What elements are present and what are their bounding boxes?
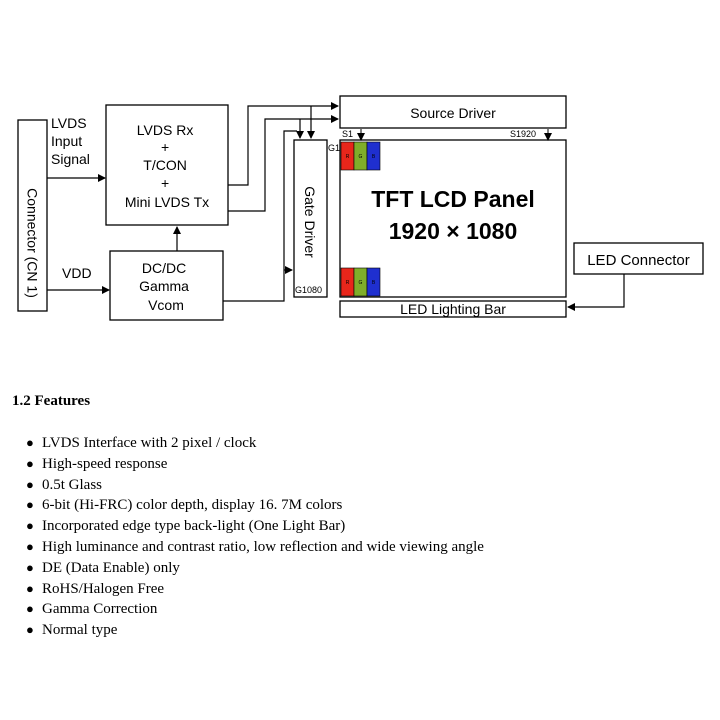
feature-item: ●6-bit (Hi-FRC) color depth, display 16.… — [26, 495, 712, 516]
rgb-pixel-bottom: R G B — [340, 267, 381, 297]
feature-item: ●RoHS/Halogen Free — [26, 579, 712, 600]
pixel-r-letter-top: R — [346, 154, 350, 160]
g1080-label: G1080 — [295, 285, 322, 295]
feature-item: ●Normal type — [26, 620, 712, 641]
feature-item: ●LVDS Interface with 2 pixel / clock — [26, 433, 712, 454]
pixel-g-letter-bottom: G — [359, 280, 363, 286]
feature-item: ●Incorporated edge type back-light (One … — [26, 516, 712, 537]
bullet-icon: ● — [26, 538, 34, 554]
led-lighting-bar-label: LED Lighting Bar — [400, 301, 506, 317]
gate-driver-label: Gate Driver — [302, 186, 318, 258]
g1-label: G1 — [328, 143, 340, 153]
bullet-icon: ● — [26, 622, 34, 638]
source-driver-label: Source Driver — [410, 105, 496, 121]
dcdc-supply-line — [223, 130, 297, 302]
pixel-blue-top — [366, 141, 381, 171]
features-section: 1.2 Features ●LVDS Interface with 2 pixe… — [12, 391, 712, 641]
feature-item: ●0.5t Glass — [26, 475, 712, 496]
bullet-icon: ● — [26, 601, 34, 617]
bullet-icon: ● — [26, 476, 34, 492]
bullet-icon: ● — [26, 518, 34, 534]
feature-item: ●High-speed response — [26, 454, 712, 475]
features-list: ●LVDS Interface with 2 pixel / clock ●Hi… — [12, 433, 712, 641]
led-connector-box — [573, 242, 704, 275]
panel-title: TFT LCD Panel — [371, 186, 535, 212]
s1920-label: S1920 — [510, 129, 536, 139]
dcdc-block-label: DC/DC Gamma Vcom — [139, 260, 193, 313]
tcon-to-source-line-2 — [228, 115, 339, 212]
pixel-g-letter-top: G — [359, 154, 363, 160]
vdd-label: VDD — [62, 265, 92, 281]
tcon-block — [105, 104, 229, 226]
connector-label: Connector (CN 1) — [25, 188, 41, 298]
feature-item: ●High luminance and contrast ratio, low … — [26, 537, 712, 558]
bullet-icon: ● — [26, 497, 34, 513]
features-heading: 1.2 Features — [12, 393, 91, 409]
tcon-to-source-line-1 — [228, 102, 339, 186]
bullet-icon: ● — [26, 435, 34, 450]
lvds-input-label: LVDS Input Signal — [51, 115, 90, 167]
tcon-block-label: LVDS Rx + T/CON + Mini LVDS Tx — [125, 122, 209, 210]
led-connector-arrow — [567, 274, 625, 311]
bullet-icon: ● — [26, 455, 34, 471]
s1-label: S1 — [342, 129, 353, 139]
pixel-r-letter-bottom: R — [346, 280, 350, 286]
pixel-blue-bottom — [366, 267, 381, 297]
led-lighting-bar — [339, 300, 567, 318]
feature-item: ●DE (Data Enable) only — [26, 558, 712, 579]
connector-box — [17, 119, 48, 312]
bullet-icon: ● — [26, 580, 34, 596]
gate-driver-box — [293, 139, 328, 298]
led-connector-label: LED Connector — [587, 252, 690, 269]
block-diagram: Connector (CN 1) LVDS Input Signal VDD L… — [17, 95, 704, 321]
source-driver-box — [339, 95, 567, 129]
panel-resolution: 1920 × 1080 — [389, 218, 518, 244]
dcdc-block — [109, 250, 224, 321]
feature-item: ●Gamma Correction — [26, 599, 712, 620]
rgb-pixel-top: R G B — [340, 141, 381, 171]
pixel-b-letter-top: B — [372, 154, 376, 160]
pixel-b-letter-bottom: B — [372, 280, 376, 286]
bullet-icon: ● — [26, 559, 34, 575]
tft-panel — [339, 139, 567, 298]
